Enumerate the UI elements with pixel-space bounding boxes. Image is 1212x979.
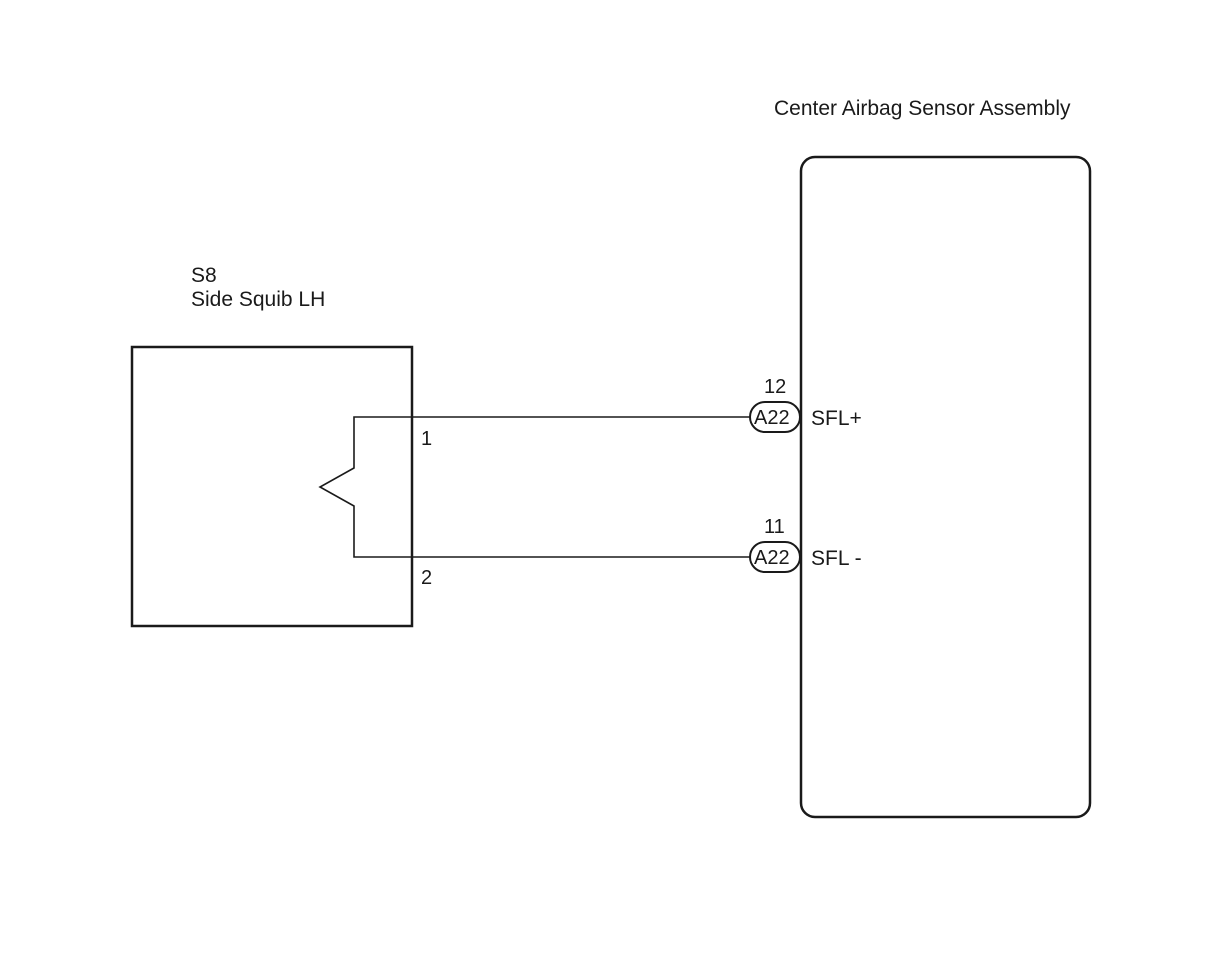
ecu-pin-11: 11 [764,516,785,538]
squib-title: Side Squib LH [191,288,326,311]
connector-label-a22-bottom: A22 [754,547,790,569]
ecu-pin-12: 12 [764,376,787,398]
signal-sfl-minus: SFL - [811,547,862,570]
ecu-title: Center Airbag Sensor Assembly [774,97,1071,120]
squib-box [130,345,414,628]
signal-sfl-plus: SFL+ [811,407,862,430]
squib-code: S8 [191,264,217,287]
squib-pin-2: 2 [421,567,433,589]
connector-label-a22-top: A22 [754,407,790,429]
connector-a22-pin11 [749,541,801,573]
squib-element [318,416,412,558]
ecu-box [799,155,1092,819]
connector-a22-pin12 [749,401,801,433]
squib-pin-1: 1 [421,428,433,450]
